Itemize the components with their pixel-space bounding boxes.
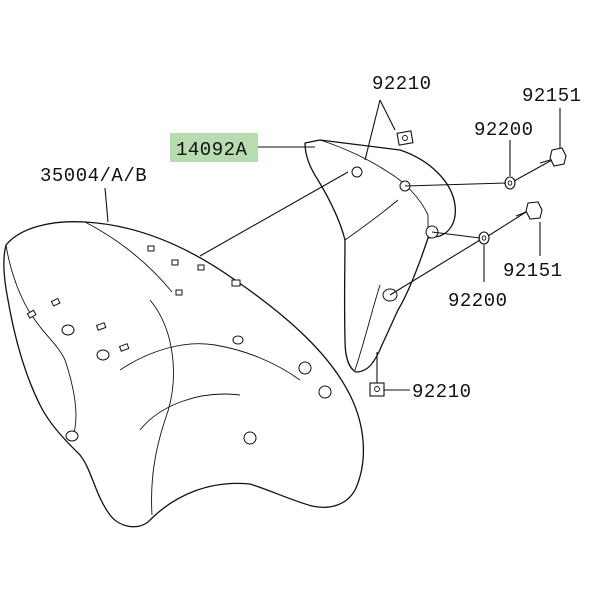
washer-top (504, 176, 516, 190)
highlight-box (170, 133, 258, 162)
fender-cover (304, 139, 456, 373)
nut-top (396, 130, 414, 146)
washer-bottom (478, 231, 490, 245)
label-bolt-top: 92151 (522, 85, 582, 107)
label-fender: 35004/A/B (40, 165, 147, 187)
label-washer-bottom: 92200 (448, 290, 508, 312)
front-fender (3, 221, 365, 528)
nut-bottom (369, 382, 385, 397)
label-washer-top: 92200 (474, 119, 534, 141)
label-leaders (104, 99, 561, 391)
bolt-top (539, 147, 567, 167)
assembly-lines (199, 159, 553, 383)
label-nut-top: 92210 (372, 73, 432, 95)
label-bolt-bottom: 92151 (503, 260, 563, 282)
label-14092a-group: 14092A (170, 133, 258, 162)
label-nut-bottom: 92210 (412, 381, 472, 403)
label-cover: 14092A (176, 139, 248, 161)
